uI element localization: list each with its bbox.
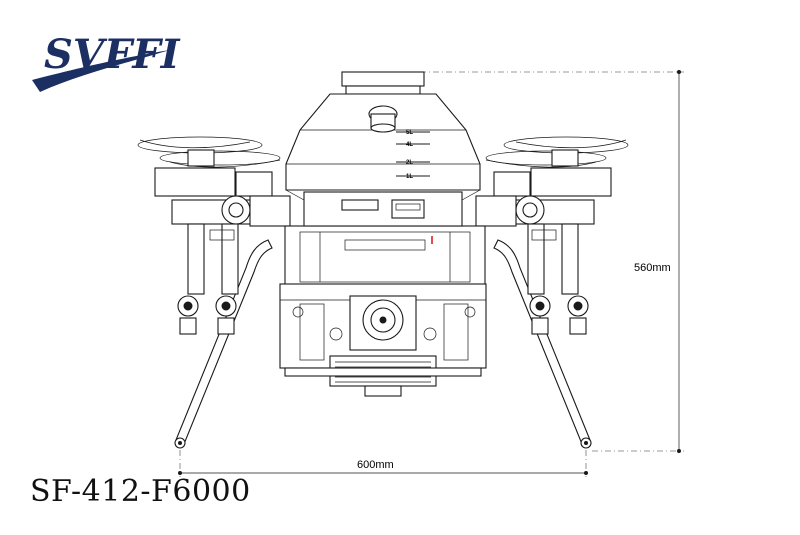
logo-swoosh xyxy=(32,50,170,92)
landing-gear xyxy=(174,239,592,449)
brand-logo: SVFFI xyxy=(32,31,181,92)
left-arm-assembly xyxy=(137,136,291,335)
logo-text: SVFFI xyxy=(44,31,181,78)
tank-cap-top xyxy=(341,71,425,87)
right-arm-assembly xyxy=(475,136,629,335)
height-dimension-label: 560mm xyxy=(634,262,671,274)
svg-text:1L: 1L xyxy=(406,174,413,180)
width-dimension-label: 600mm xyxy=(357,459,394,471)
svg-text:4L: 4L xyxy=(406,142,413,148)
tank-volume-markings: 5L 4L 2L 1L xyxy=(396,130,430,180)
pump-unit xyxy=(284,295,482,397)
svg-text:5L: 5L xyxy=(406,130,413,136)
spray-tank: 5L 4L 2L 1L xyxy=(285,71,481,244)
model-name: SF-412-F6000 xyxy=(30,474,251,509)
dimension-lines: 560mm 600mm xyxy=(178,70,684,477)
svg-text:2L: 2L xyxy=(406,160,413,166)
